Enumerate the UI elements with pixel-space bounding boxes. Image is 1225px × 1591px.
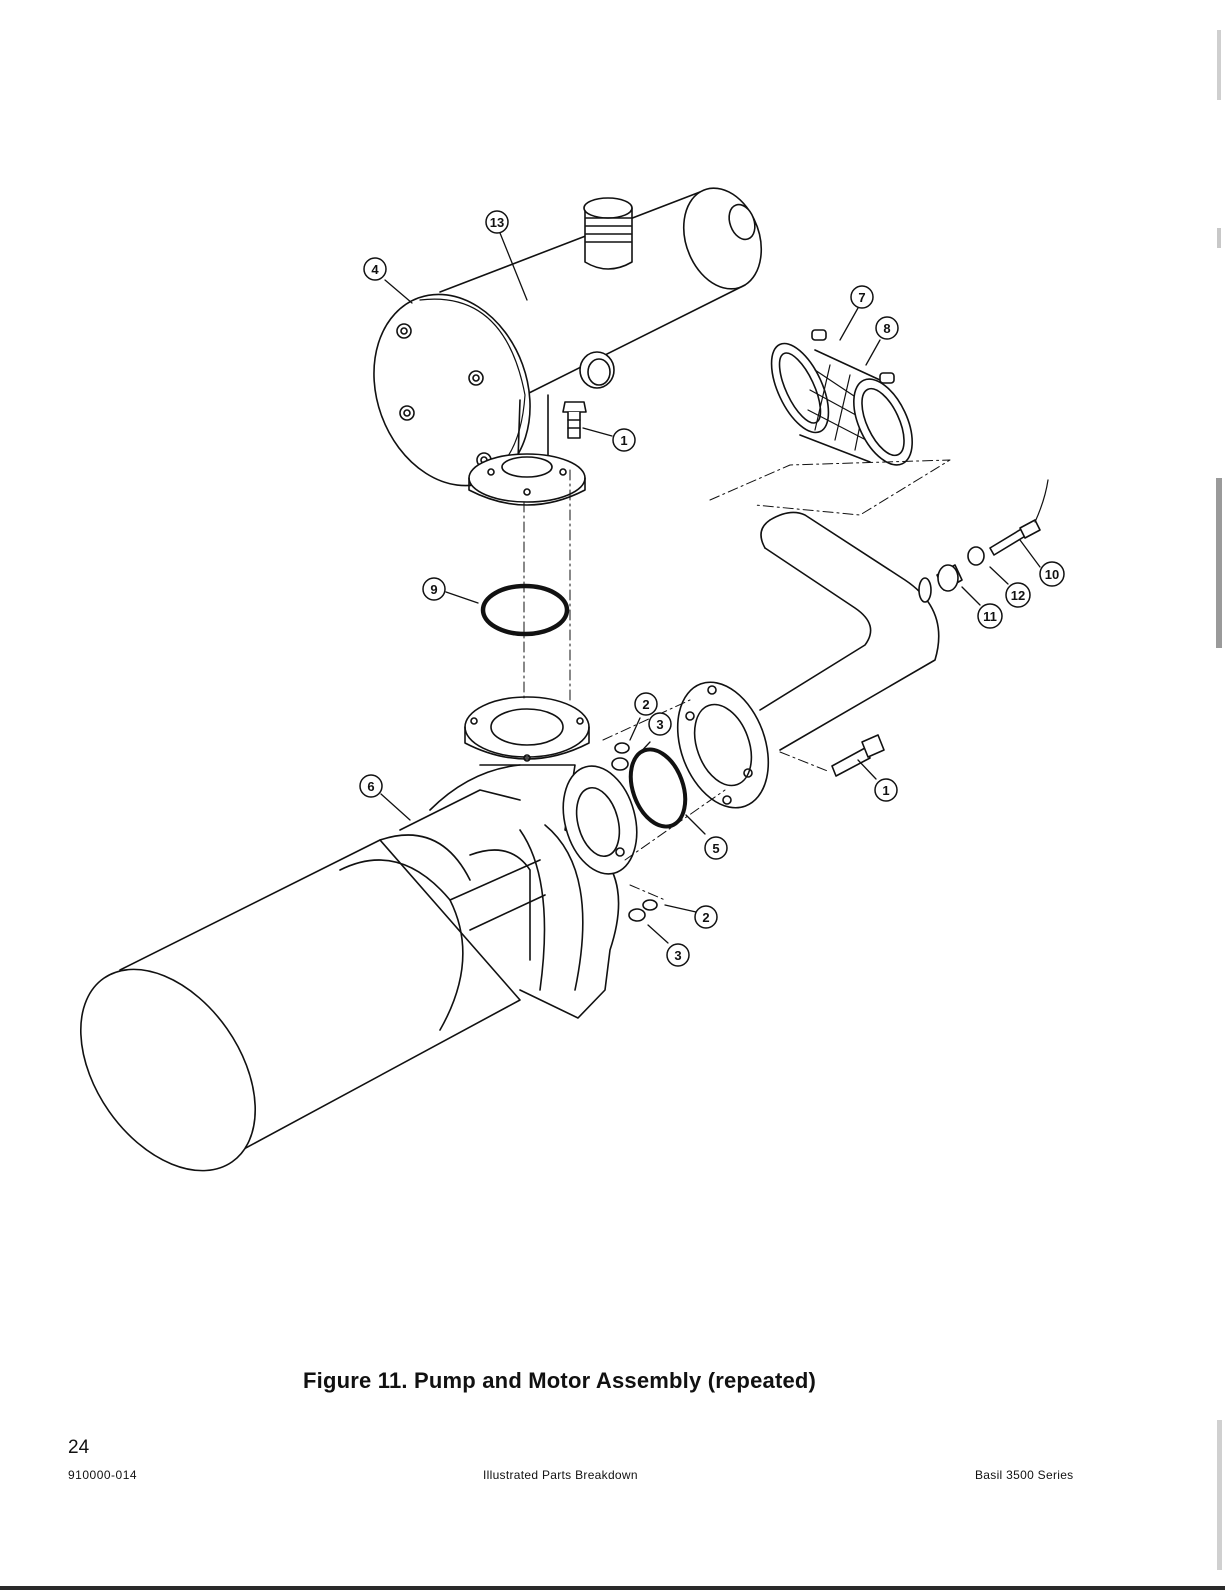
svg-text:9: 9 xyxy=(430,582,437,597)
callout-3-upper: 3 xyxy=(649,713,671,735)
product-series: Basil 3500 Series xyxy=(975,1468,1074,1482)
scan-edge-artifact xyxy=(1203,0,1225,1591)
callout-2-upper: 2 xyxy=(635,693,657,715)
section-title: Illustrated Parts Breakdown xyxy=(483,1468,638,1482)
figure-caption: Figure 11. Pump and Motor Assembly (repe… xyxy=(303,1368,816,1394)
motor-body xyxy=(45,790,545,1203)
svg-text:8: 8 xyxy=(883,321,890,336)
svg-text:7: 7 xyxy=(858,290,865,305)
nut-washer-upper xyxy=(612,743,629,770)
svg-text:6: 6 xyxy=(367,779,374,794)
svg-text:4: 4 xyxy=(371,262,379,277)
svg-text:1: 1 xyxy=(882,783,889,798)
svg-text:10: 10 xyxy=(1045,567,1059,582)
svg-text:5: 5 xyxy=(712,841,719,856)
callout-13: 13 xyxy=(486,211,508,233)
fitting-12 xyxy=(968,547,984,565)
callout-11: 11 xyxy=(978,604,1002,628)
svg-text:12: 12 xyxy=(1011,588,1025,603)
svg-text:1: 1 xyxy=(620,433,627,448)
bolt-lower xyxy=(832,735,884,776)
temperature-probe-10 xyxy=(990,480,1048,555)
callout-9: 9 xyxy=(423,578,445,600)
callout-12: 12 xyxy=(1006,583,1030,607)
nut-washer-lower xyxy=(629,900,657,921)
callout-7: 7 xyxy=(851,286,873,308)
page-number: 24 xyxy=(68,1437,89,1459)
o-ring-9 xyxy=(483,586,567,634)
pipe-flange-right xyxy=(661,670,784,821)
callout-3-lower: 3 xyxy=(667,944,689,966)
callout-5: 5 xyxy=(705,837,727,859)
callout-2-lower: 2 xyxy=(695,906,717,928)
svg-text:3: 3 xyxy=(656,717,663,732)
elbow-discharge-pipe xyxy=(760,512,939,750)
bolt-upper xyxy=(563,402,586,438)
scan-bottom-artifact xyxy=(0,1584,1225,1591)
callout-8: 8 xyxy=(876,317,898,339)
svg-text:13: 13 xyxy=(490,215,504,230)
callout-4: 4 xyxy=(364,258,386,280)
fitting-11 xyxy=(937,565,962,591)
pump-motor-exploded-diagram: 13 4 7 8 1 9 10 12 11 2 3 6 1 5 2 3 xyxy=(0,0,1225,1300)
svg-text:2: 2 xyxy=(702,910,709,925)
callout-1-upper: 1 xyxy=(613,429,635,451)
callout-6: 6 xyxy=(360,775,382,797)
strainer-assembly xyxy=(760,330,924,474)
callout-10: 10 xyxy=(1040,562,1064,586)
document-number: 910000-014 xyxy=(68,1468,137,1482)
svg-text:3: 3 xyxy=(674,948,681,963)
svg-text:2: 2 xyxy=(642,697,649,712)
svg-text:11: 11 xyxy=(983,609,997,624)
callout-1-lower: 1 xyxy=(875,779,897,801)
